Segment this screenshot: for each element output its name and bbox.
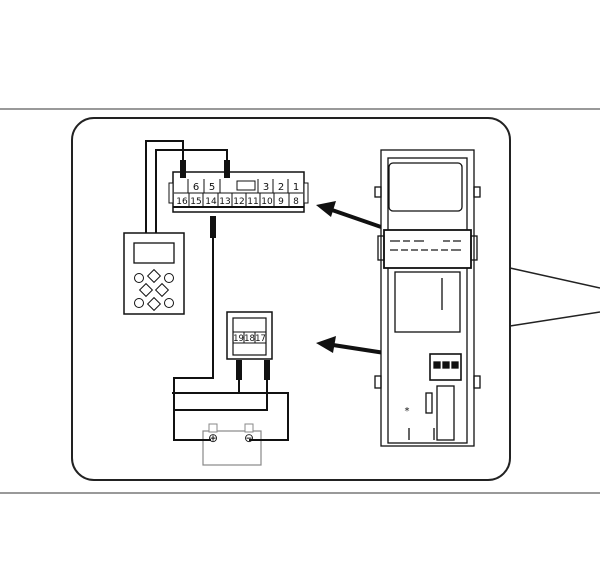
wiring	[145, 140, 289, 441]
callout-lines	[509, 267, 600, 327]
pin-label: 16	[176, 197, 188, 207]
pin-label: 17	[255, 334, 266, 344]
connector-b: 19 18 17	[226, 311, 273, 360]
pin-label: 10	[261, 197, 273, 207]
pin-label: 3	[263, 182, 269, 193]
control-module	[374, 149, 481, 447]
connector-a: 6 5 3 2 1 16 15 14 13 12 11 10 9 8	[168, 171, 309, 213]
pin-label: 15	[190, 197, 201, 207]
module-marker: *	[405, 406, 410, 417]
pin-label: 12	[233, 197, 244, 207]
module-upper-socket	[383, 229, 472, 269]
battery-negative-icon: ⊖	[244, 431, 254, 445]
module-window	[388, 162, 463, 212]
pin-label: 9	[278, 197, 284, 207]
diagram-panel	[71, 117, 511, 481]
scan-tool	[123, 232, 185, 315]
probe-plugs	[180, 160, 270, 380]
pin-label: 11	[247, 197, 258, 207]
scan-tool-keypad	[134, 268, 174, 312]
pin-label: 8	[293, 197, 299, 207]
pin-label: 13	[219, 197, 230, 207]
scan-tool-screen	[133, 242, 175, 264]
pin-label: 5	[209, 182, 215, 193]
pin-label: 18	[244, 334, 255, 344]
pin-label: 2	[278, 182, 284, 193]
pin-label: 14	[205, 197, 217, 207]
pin-label: 1	[293, 182, 299, 193]
pin-label: 6	[193, 182, 199, 193]
battery-positive-icon: ⊕	[208, 431, 218, 445]
pin-label: 19	[233, 334, 244, 344]
battery: ⊕ ⊖	[202, 423, 262, 466]
